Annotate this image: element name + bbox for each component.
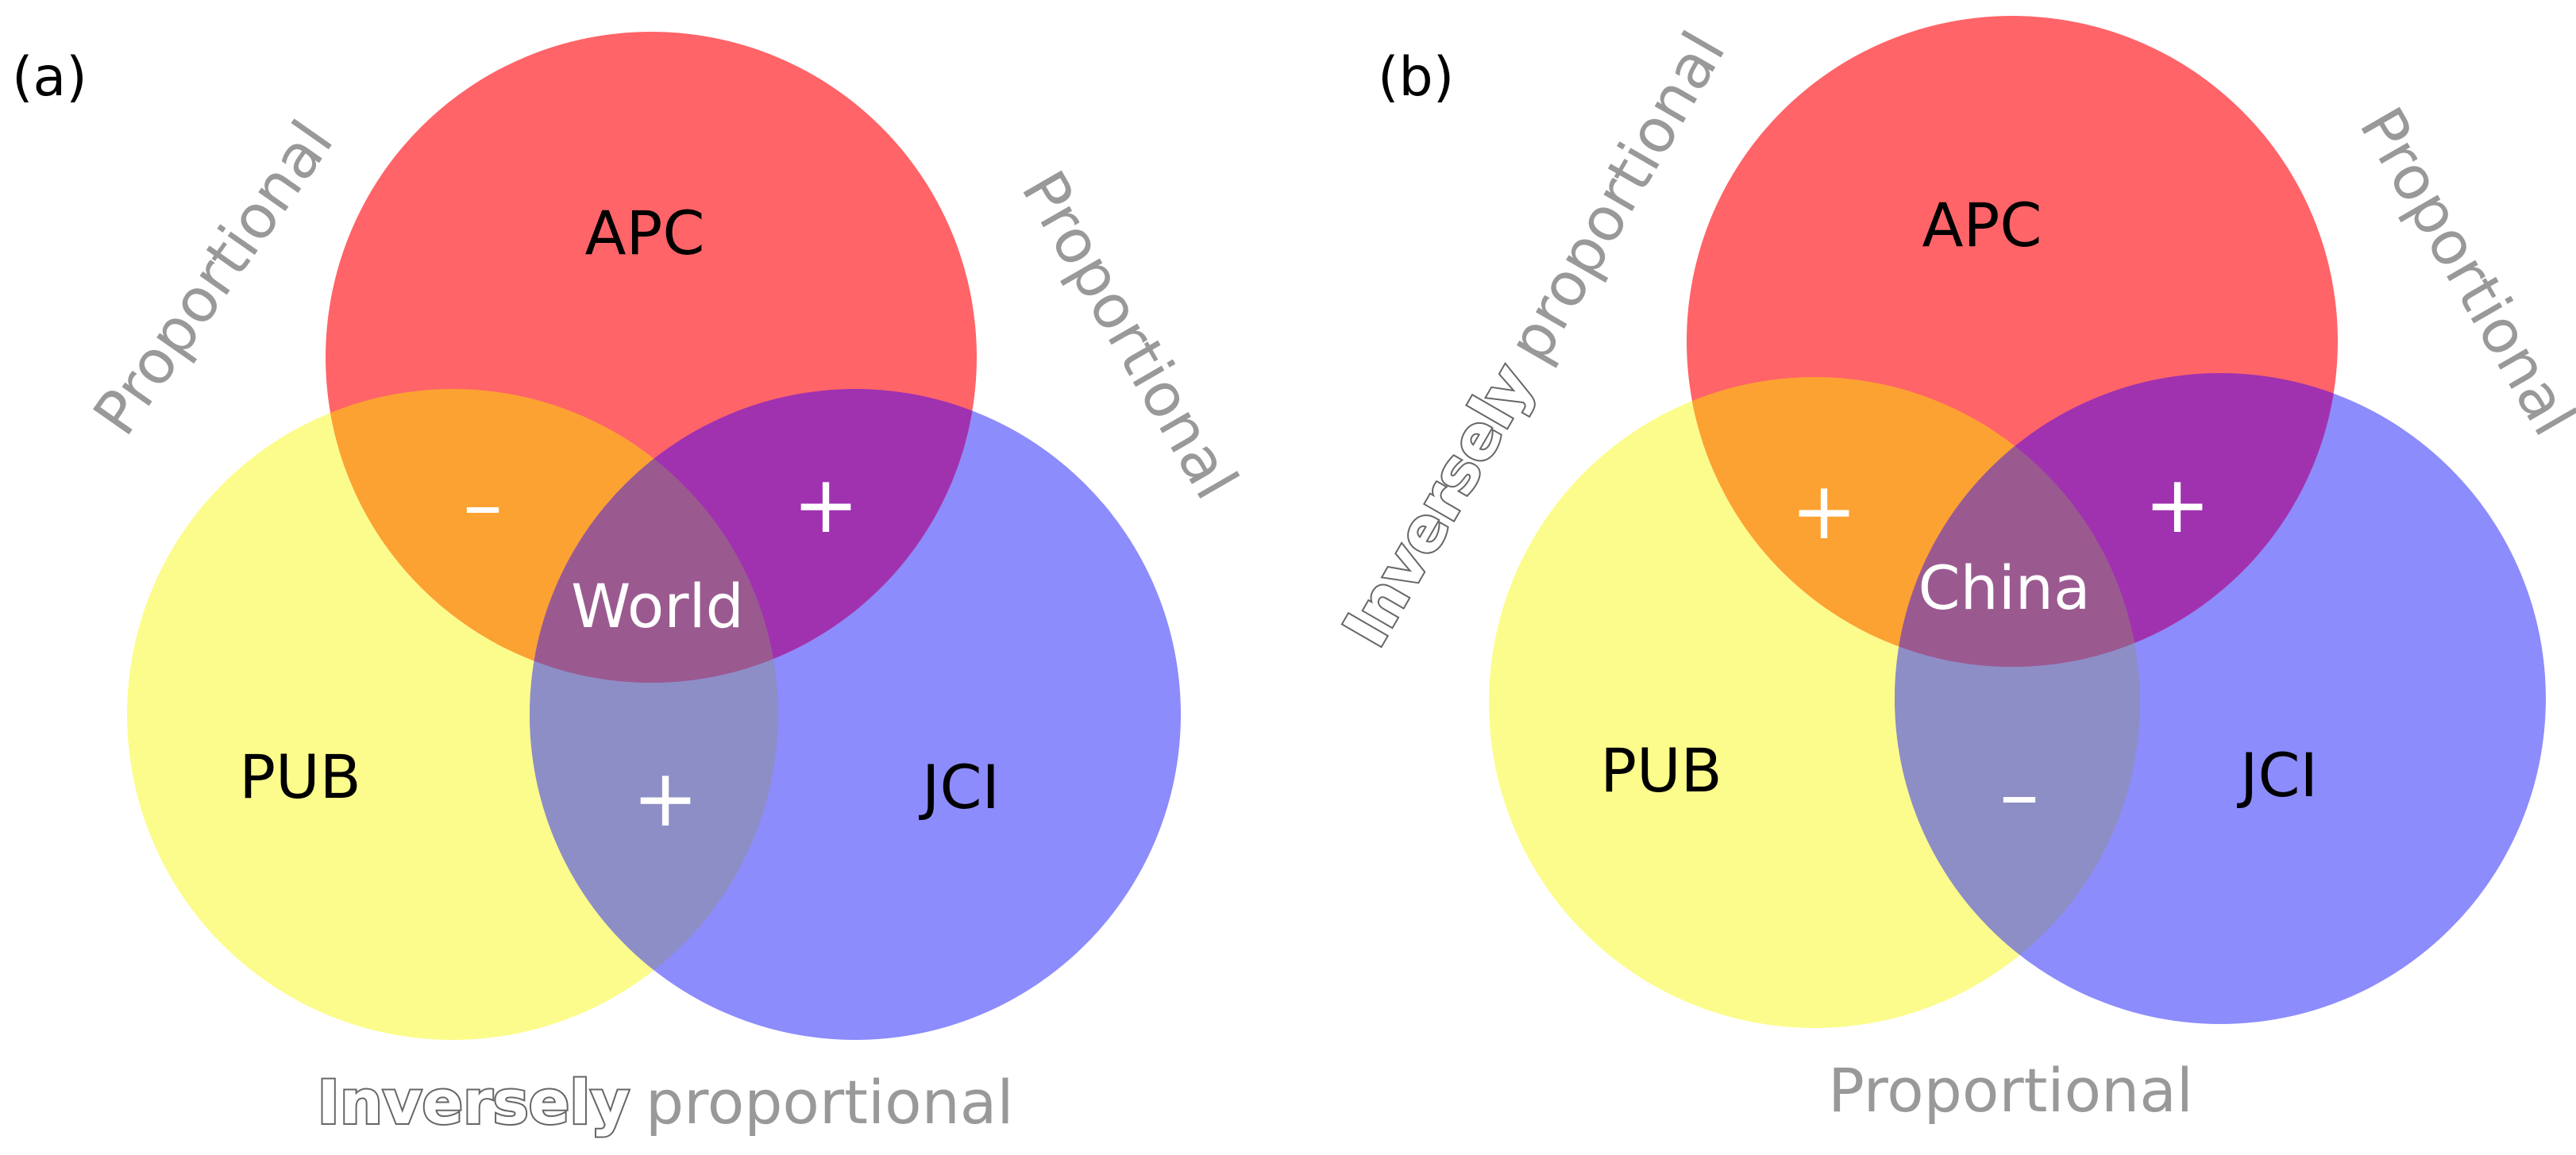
apc-pub-sign: +: [1791, 464, 1857, 557]
pub-jci-sign: –: [1999, 748, 2039, 841]
relation-strong: Inversely: [318, 1067, 630, 1138]
apc-pub-overlap: [1687, 377, 2140, 667]
apc-pub-sign: –: [463, 458, 503, 551]
jci-label: JCI: [919, 752, 1000, 822]
apc-jci-sign: +: [792, 458, 859, 551]
center-label: World: [571, 571, 744, 641]
apc-label: APC: [585, 198, 705, 268]
apc-pub-overlap: [326, 389, 778, 683]
triple-overlap: [530, 389, 778, 683]
relation-pub-jci: Proportional: [1828, 1055, 2193, 1126]
apc-jci-sign: +: [2144, 458, 2211, 551]
panel-a-tag: (a): [12, 46, 87, 109]
panel-b-tag: (b): [1378, 46, 1454, 109]
panel-b: (b) APC PUB JCI + + – China Inverselyp: [1328, 16, 2576, 1126]
relation-apc-pub: Proportional: [79, 108, 347, 448]
pub-jci-sign: +: [632, 752, 699, 845]
pub-label: PUB: [239, 741, 361, 812]
panel-a: (a) APC PUB JCI – + + World Proportion: [12, 32, 1251, 1139]
center-label: China: [1918, 552, 2090, 623]
triple-overlap: [1895, 377, 2140, 667]
relation-rest: proportional: [646, 1067, 1014, 1138]
relation-apc-jci: Proportional: [2346, 95, 2576, 447]
pub-label: PUB: [1600, 735, 1722, 806]
jci-label: JCI: [2237, 740, 2318, 810]
apc-label: APC: [1922, 190, 2042, 260]
